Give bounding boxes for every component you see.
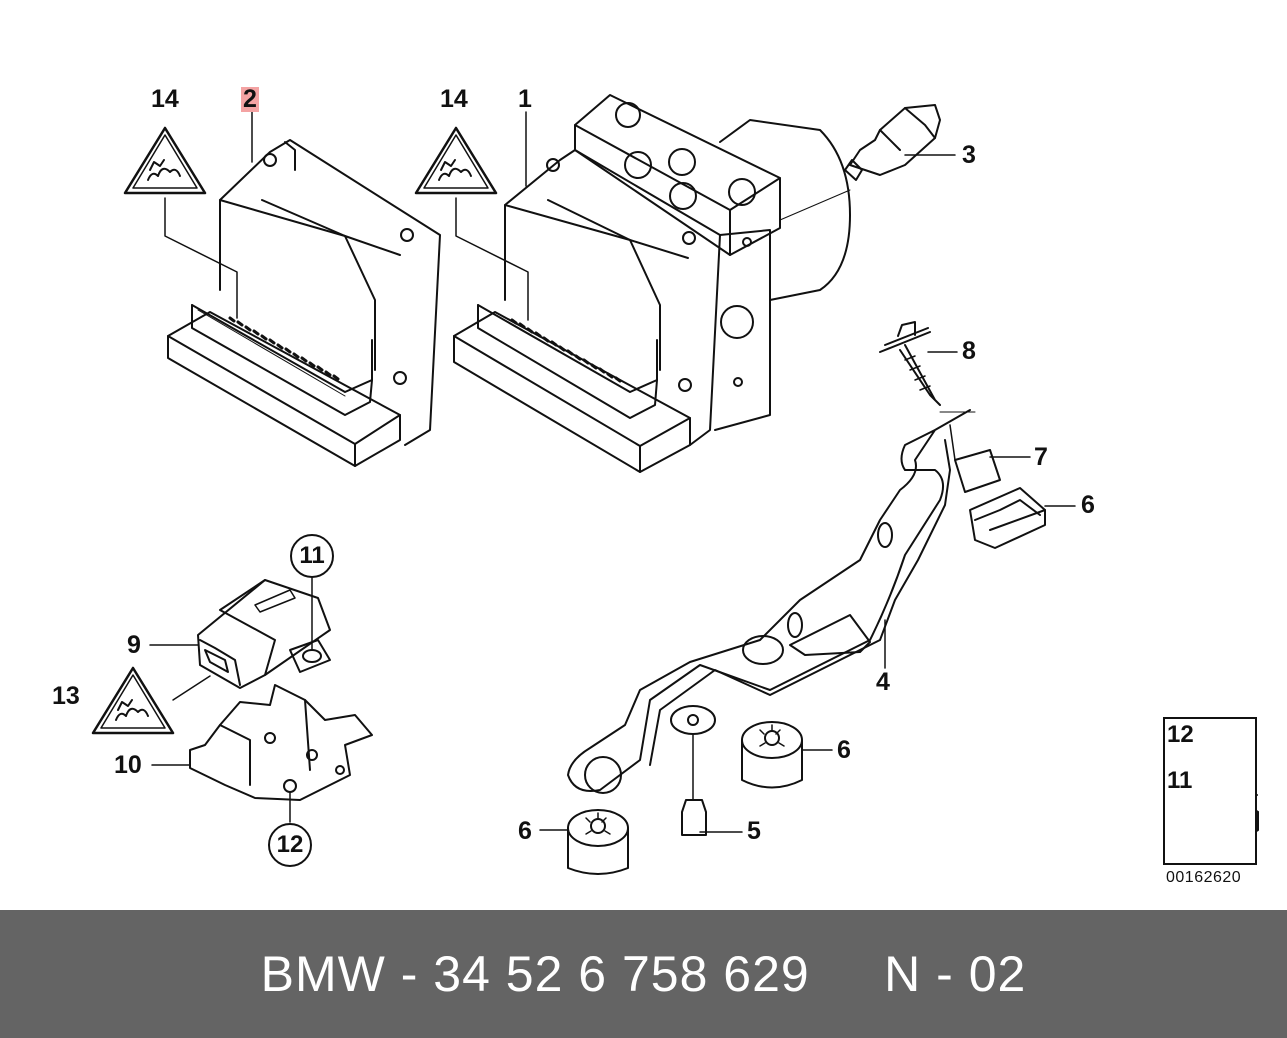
grommet-drawing — [539, 809, 629, 875]
parts-diagram: 14 2 14 1 3 8 7 6 4 6 5 6 9 13 10 11 12 … — [52, 85, 1259, 886]
callout-2-highlighted[interactable]: 2 — [241, 85, 259, 113]
catalog-number: 00162620 — [1166, 869, 1242, 886]
warning-triangle-icon — [91, 666, 175, 735]
callout-14-left: 14 — [151, 85, 179, 113]
callout-6-grommet-left: 6 — [518, 817, 532, 845]
grommet-drawing — [741, 721, 833, 789]
diagram-drawing — [91, 94, 1259, 875]
rubber-mount-drawing — [969, 487, 1076, 549]
callout-3: 3 — [962, 141, 976, 169]
legend-number-bottom: 11 — [1167, 767, 1193, 794]
callout-8: 8 — [962, 337, 976, 365]
callout-13: 13 — [52, 682, 80, 710]
callout-14-right: 14 — [440, 85, 468, 113]
legend-number-top: 12 — [1167, 721, 1194, 748]
callout-9: 9 — [127, 631, 141, 659]
bolt-drawing — [879, 321, 958, 406]
callout-1: 1 — [518, 85, 532, 113]
yaw-sensor-drawing — [149, 577, 373, 823]
warning-triangle-icon — [123, 126, 207, 195]
callout-6-grommet-right: 6 — [837, 736, 851, 764]
callout-4: 4 — [876, 668, 890, 696]
fastener-legend: 12 11 — [1163, 717, 1257, 865]
callout-6-pad: 6 — [1081, 491, 1095, 519]
callout-5: 5 — [747, 817, 761, 845]
pad-drawing — [949, 424, 1031, 493]
callout-circled-12: 12 — [268, 823, 312, 867]
warning-triangle-icon — [414, 126, 498, 195]
bracket-drawing — [567, 409, 976, 836]
part-number-banner: BMW - 34 52 6 758 629 N - 02 — [0, 910, 1287, 1038]
hydraulic-unit-drawing — [453, 94, 851, 473]
pressure-sensor-drawing — [844, 104, 956, 181]
part-number-text: BMW - 34 52 6 758 629 N - 02 — [260, 946, 1027, 1002]
control-unit-drawing — [164, 111, 441, 467]
callout-10: 10 — [114, 751, 142, 779]
callout-circled-11: 11 — [290, 534, 334, 578]
callout-7: 7 — [1034, 443, 1048, 471]
